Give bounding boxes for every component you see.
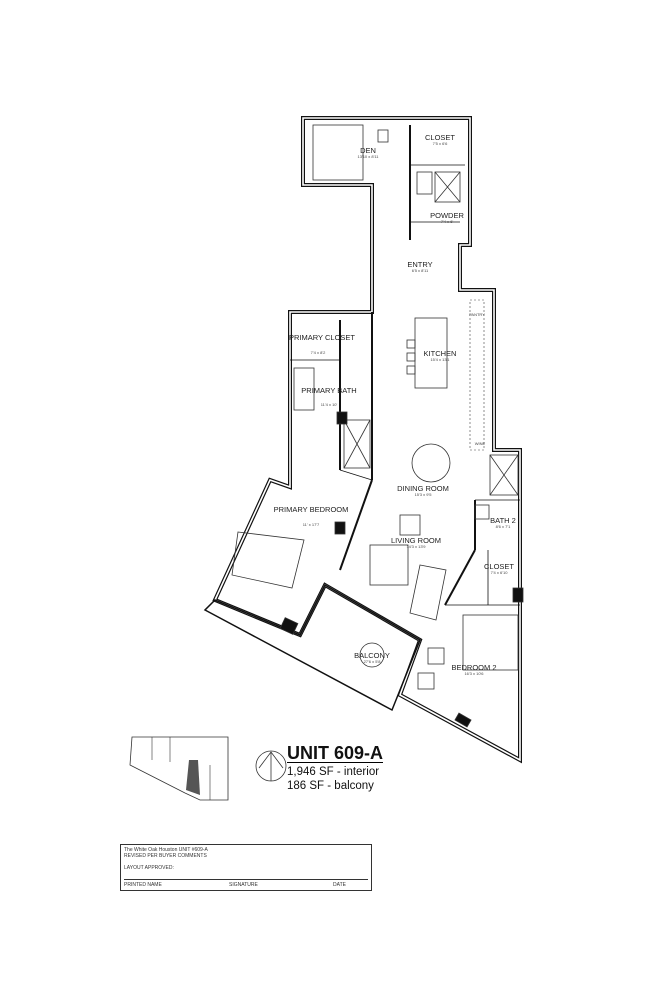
svg-text:6'5 x 8'11: 6'5 x 8'11 [412,268,429,273]
svg-text:WINE: WINE [475,441,486,446]
svg-text:8'6 x 7'1: 8'6 x 7'1 [496,524,511,529]
svg-text:7'5 x 6'6: 7'5 x 6'6 [433,141,448,146]
room-label-primary-closet: PRIMARY CLOSET [289,333,355,342]
room-label-closet-2: CLOSET [484,562,514,571]
room-label-den: DEN [360,146,376,155]
balcony-outline [203,583,421,712]
toilet-icon [416,171,433,195]
signature-line [124,879,368,880]
furniture [231,124,524,728]
dining-table [411,443,451,483]
balcony-area: 186 SF - balcony [287,780,374,792]
key-plan [129,736,229,801]
room-label-entry: ENTRY [407,260,432,269]
svg-text:15'3 x 9'5: 15'3 x 9'5 [415,492,433,497]
room-label-primary-bath: PRIMARY BATH [301,386,356,395]
room-label-closet: CLOSET [425,133,455,142]
room-label-bath-2: BATH 2 [490,516,516,525]
interior-walls [290,125,520,606]
room-label-bedroom-2: BEDROOM 2 [451,663,496,672]
unit-title: UNIT 609-A [287,743,384,763]
room-label-kitchen: KITCHEN [424,349,457,358]
interior-area: 1,946 SF - interior [287,766,380,778]
room-labels: DEN 13'10 x 8'11 CLOSET 7'5 x 6'6 POWDER… [274,133,516,676]
room-label-balcony: BALCONY [354,651,390,660]
signature-label: SIGNATURE [229,882,258,888]
toilet-icon [474,504,490,520]
svg-text:16'3 x 10'6: 16'3 x 10'6 [464,671,484,676]
svg-text:PANTRY: PANTRY [469,312,485,317]
svg-text:13'10 x 8'11: 13'10 x 8'11 [357,154,379,159]
title-block: The White Oak Houston UNIT #609-A REVISE… [120,844,372,891]
svg-text:7'4 x 8'2: 7'4 x 8'2 [311,350,326,355]
title-block-project: The White Oak Houston UNIT #609-A [124,847,208,853]
room-label-dining-room: DINING ROOM [397,484,449,493]
svg-text:15'4 x 13'1: 15'4 x 13'1 [430,357,450,362]
room-label-primary-bedroom: PRIMARY BEDROOM [274,505,349,514]
svg-text:27'6 x 5'8: 27'6 x 5'8 [364,659,382,664]
printed-name-label: PRINTED NAME [124,882,162,888]
svg-text:7'4 x 6'10: 7'4 x 6'10 [491,570,509,575]
date-label: DATE [333,882,346,888]
svg-text:14'3 x 13'9: 14'3 x 13'9 [406,544,426,549]
svg-text:11' x 17'7: 11' x 17'7 [303,522,320,527]
svg-text:11'4 x 10': 11'4 x 10' [321,402,338,407]
svg-text:7'4 x 6': 7'4 x 6' [441,219,454,224]
bed [231,531,305,589]
title-block-revision: REVISED PER BUYER COMMENTS [124,853,207,859]
layout-approved-label: LAYOUT APPROVED: [124,865,174,871]
north-arrow-icon [255,750,287,782]
balcony-table [359,642,385,668]
room-label-living-room: LIVING ROOM [391,536,441,545]
room-label-powder: POWDER [430,211,464,220]
